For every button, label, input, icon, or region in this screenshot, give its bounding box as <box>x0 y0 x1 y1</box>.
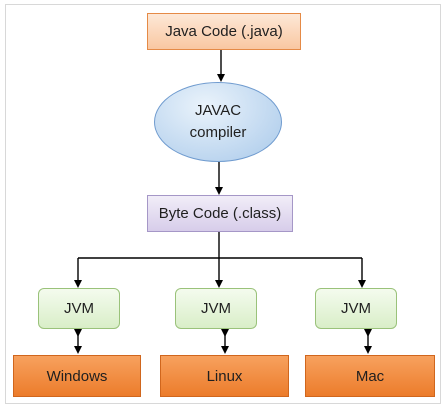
jvm-box-mac: JVM <box>315 288 397 329</box>
platform-label-linux: Linux <box>206 367 243 385</box>
compiler-ellipse: JAVAC compiler <box>154 82 282 162</box>
platform-box-linux: Linux <box>160 355 289 397</box>
compiler-label-line1: JAVAC <box>194 102 242 119</box>
jvm-label: JVM <box>341 300 371 317</box>
platform-label-windows: Windows <box>46 367 108 385</box>
jvm-label: JVM <box>201 300 231 317</box>
source-code-label: Java Code (.java) <box>165 23 283 40</box>
jvm-label: JVM <box>64 300 94 317</box>
jvm-box-linux: JVM <box>175 288 257 329</box>
source-code-box: Java Code (.java) <box>147 13 301 50</box>
platform-label-mac: Mac <box>355 367 385 385</box>
platform-box-windows: Windows <box>13 355 141 397</box>
bytecode-label: Byte Code (.class) <box>158 205 282 222</box>
platform-box-mac: Mac <box>305 355 435 397</box>
jvm-box-windows: JVM <box>38 288 120 329</box>
compiler-label-line2: compiler <box>189 124 247 141</box>
bytecode-box: Byte Code (.class) <box>147 195 293 232</box>
